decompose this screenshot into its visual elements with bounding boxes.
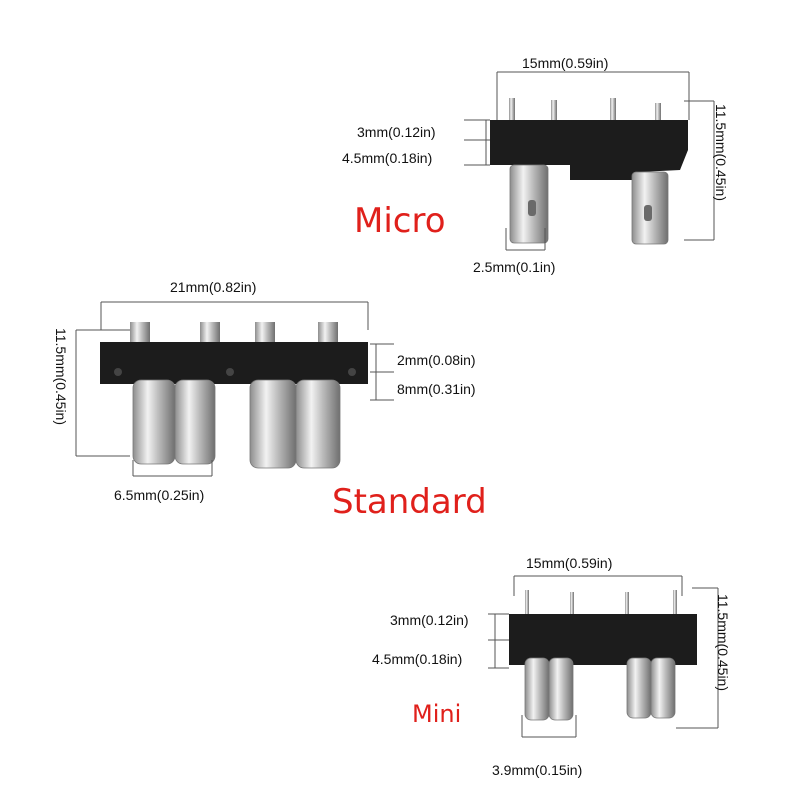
standard-mid-dim: 8mm(0.31in) (397, 381, 476, 397)
standard-socket (132, 379, 176, 465)
mini-socket (626, 657, 652, 719)
micro-height-dim: 11.5mm(0.45in) (713, 104, 729, 201)
micro-socket-hole (528, 200, 536, 216)
micro-label: Micro (354, 201, 446, 241)
standard-height-dim: 11.5mm(0.45in) (53, 328, 69, 425)
micro-mid-dim: 4.5mm(0.18in) (342, 150, 432, 166)
standard-top-pin (255, 322, 275, 344)
standard-top-pin (130, 322, 150, 344)
micro-top-dim: 3mm(0.12in) (357, 124, 436, 140)
standard-mount-hole (226, 368, 234, 376)
micro-top-pin (610, 98, 616, 122)
mini-socket (650, 657, 676, 719)
mini-connector-body (509, 614, 697, 665)
mini-socket (548, 657, 574, 721)
mini-width-dim: 15mm(0.59in) (526, 555, 612, 571)
mini-mid-dim: 4.5mm(0.18in) (372, 651, 462, 667)
micro-pin-dim: 2.5mm(0.1in) (473, 259, 555, 275)
mini-top-pin (673, 590, 677, 616)
standard-top-pin (318, 322, 338, 344)
mini-label: Mini (412, 700, 461, 728)
standard-pin-dim: 6.5mm(0.25in) (114, 487, 204, 503)
mini-top-pin (625, 592, 629, 616)
standard-socket (295, 379, 341, 469)
micro-group: 15mm(0.59in) 11.5mm(0.45in) 3mm(0.12in) … (342, 55, 729, 275)
standard-mount-hole (348, 368, 356, 376)
mini-height-dim: 11.5mm(0.45in) (715, 594, 731, 691)
standard-width-dim: 21mm(0.82in) (170, 279, 256, 295)
standard-connector-body (100, 342, 368, 384)
standard-socket (249, 379, 297, 469)
standard-mount-hole (114, 368, 122, 376)
standard-group: 21mm(0.82in) 11.5mm(0.45in) 2mm(0.08in) … (53, 279, 487, 522)
mini-top-pin (525, 590, 529, 616)
mini-pin-dim: 3.9mm(0.15in) (492, 762, 582, 778)
micro-top-pin (655, 103, 661, 123)
mini-top-dim: 3mm(0.12in) (390, 612, 469, 628)
mini-group: 15mm(0.59in) 11.5mm(0.45in) 3mm(0.12in) … (372, 555, 731, 778)
standard-socket (174, 379, 216, 465)
standard-top-pin (200, 322, 220, 344)
micro-top-pin (551, 100, 557, 122)
standard-label: Standard (332, 482, 487, 522)
micro-top-pin (509, 98, 515, 122)
standard-top-dim: 2mm(0.08in) (397, 352, 476, 368)
micro-socket-hole (644, 205, 652, 221)
micro-width-dim: 15mm(0.59in) (522, 55, 608, 71)
mini-socket (524, 657, 550, 721)
mini-top-pin (570, 592, 574, 616)
